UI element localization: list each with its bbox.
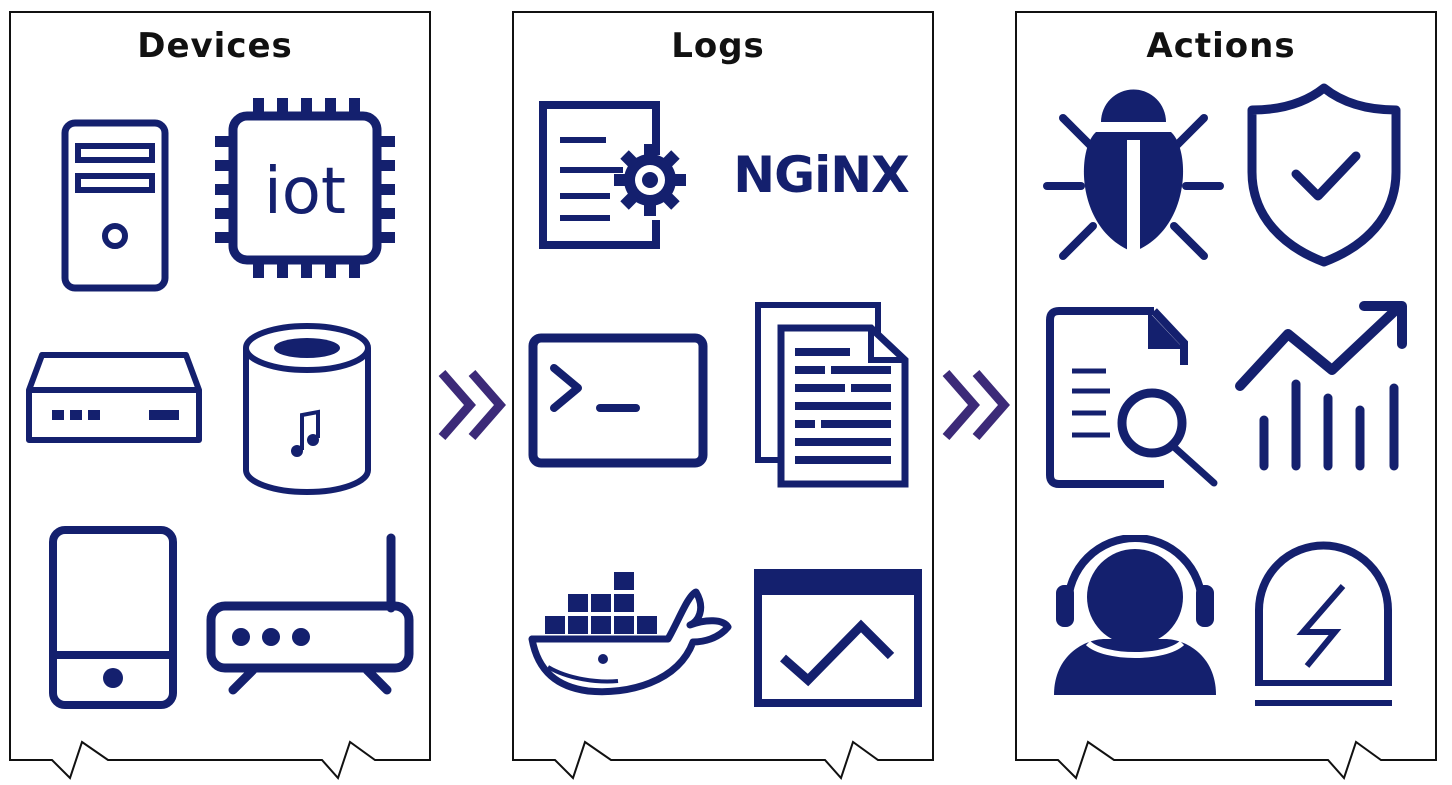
- documents-icon: [755, 302, 909, 488]
- terminal-icon: [528, 333, 708, 468]
- nginx-label: NGiNX: [733, 148, 909, 200]
- panel-devices: Devices iot: [0, 0, 431, 785]
- document-search-icon: [1046, 307, 1218, 488]
- iot-chip-icon: iot: [215, 98, 395, 278]
- nginx-logo-icon: NGiNX: [733, 148, 910, 200]
- panel-title: Devices: [137, 26, 293, 66]
- wifi-router-icon: [206, 533, 414, 695]
- smart-speaker-icon: [243, 323, 371, 495]
- tablet-icon: [49, 526, 177, 709]
- trend-chart-icon: [1235, 301, 1407, 471]
- log-settings-document-icon: [539, 101, 686, 249]
- support-agent-icon: [1054, 535, 1216, 695]
- server-tower-icon: [61, 119, 169, 292]
- bug-icon: [1043, 89, 1224, 260]
- panel-title: Actions: [1146, 26, 1296, 66]
- iot-label: iot: [264, 155, 346, 229]
- docker-whale-icon: [528, 572, 732, 696]
- shield-check-icon: [1247, 83, 1401, 267]
- alarm-light-icon: [1255, 541, 1392, 706]
- set-top-box-icon: [26, 352, 202, 443]
- flow-arrow-icon: [942, 370, 1010, 440]
- panel-title: Logs: [671, 26, 765, 66]
- panel-logs: Logs NGiNX: [503, 0, 934, 785]
- monitoring-window-icon: [754, 569, 922, 707]
- flow-arrow-icon: [438, 370, 506, 440]
- panel-actions: Actions: [1006, 0, 1437, 785]
